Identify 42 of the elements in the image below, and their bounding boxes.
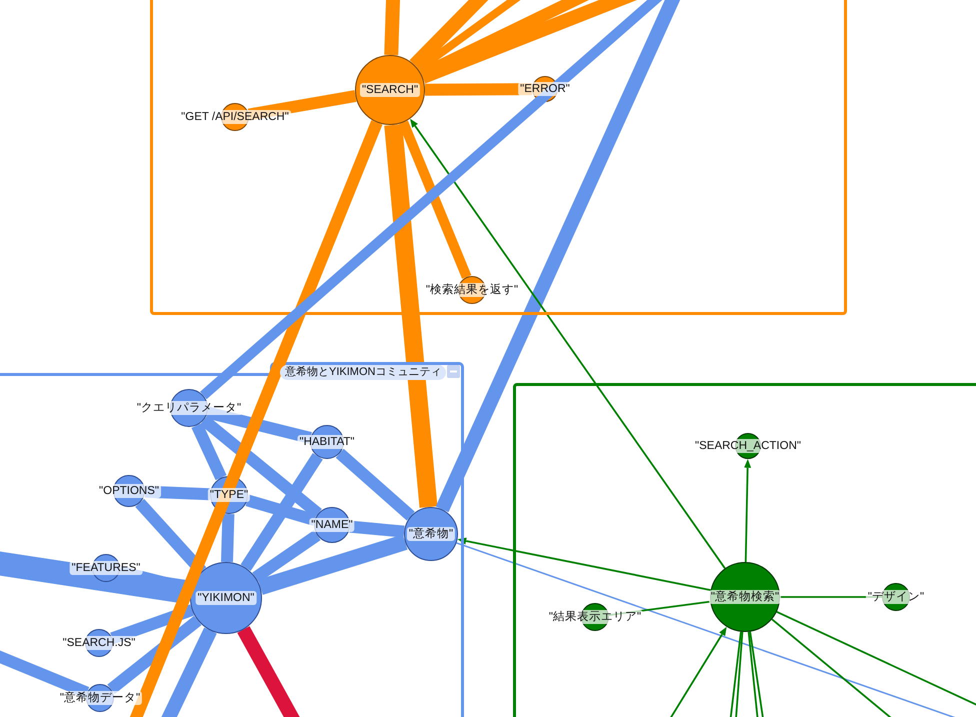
connector-line	[336, 448, 415, 521]
node-circle	[404, 507, 458, 561]
node-circle	[710, 562, 780, 632]
connector-line	[107, 616, 202, 694]
connector-line	[240, 453, 323, 572]
arrow	[744, 459, 752, 562]
group-title: 意希物とYIKIMONコミュニティ	[280, 365, 446, 380]
node-label: "SEARCH.JS"	[60, 636, 138, 650]
connector-line	[191, 422, 227, 480]
node-label: "意希物検索"	[708, 590, 782, 604]
node-label: "FEATURES"	[70, 561, 142, 575]
arrow	[410, 118, 726, 569]
connector-line	[221, 514, 234, 562]
node-label: "意希物"	[406, 527, 456, 541]
node-label: "意希物データ"	[58, 691, 142, 705]
node-label: "HABITAT"	[297, 435, 357, 449]
connector-line	[246, 494, 316, 526]
node-label: "OPTIONS"	[97, 484, 161, 498]
group-box	[150, 0, 847, 315]
connector-line	[734, 632, 744, 717]
connector-line	[258, 534, 408, 595]
connector-line	[728, 632, 742, 717]
node-label: "NAME"	[309, 518, 355, 532]
group-box	[513, 383, 976, 717]
node-label: "デザイン"	[866, 590, 926, 604]
node-label: "GET /API/SEARCH"	[179, 110, 291, 124]
connector-line	[749, 631, 766, 717]
node-label: "結果表示エリア"	[546, 610, 644, 624]
connector-line	[252, 530, 321, 583]
arrow	[457, 538, 711, 591]
connector-line	[200, 415, 322, 518]
connector-line	[384, 0, 401, 56]
connector-line	[748, 632, 760, 717]
node-label: "TYPE"	[208, 488, 250, 502]
node-label: "検索結果を返す"	[424, 283, 520, 297]
node-label: "SEARCH"	[360, 83, 420, 97]
node-label: "SEARCH_ACTION"	[693, 439, 803, 453]
connector-line	[384, 124, 438, 508]
connector-line	[349, 520, 405, 538]
node-label: "クエリパラメータ"	[134, 401, 244, 415]
node-label: "YIKIMON"	[196, 591, 256, 605]
node-label: "ERROR"	[518, 82, 572, 96]
